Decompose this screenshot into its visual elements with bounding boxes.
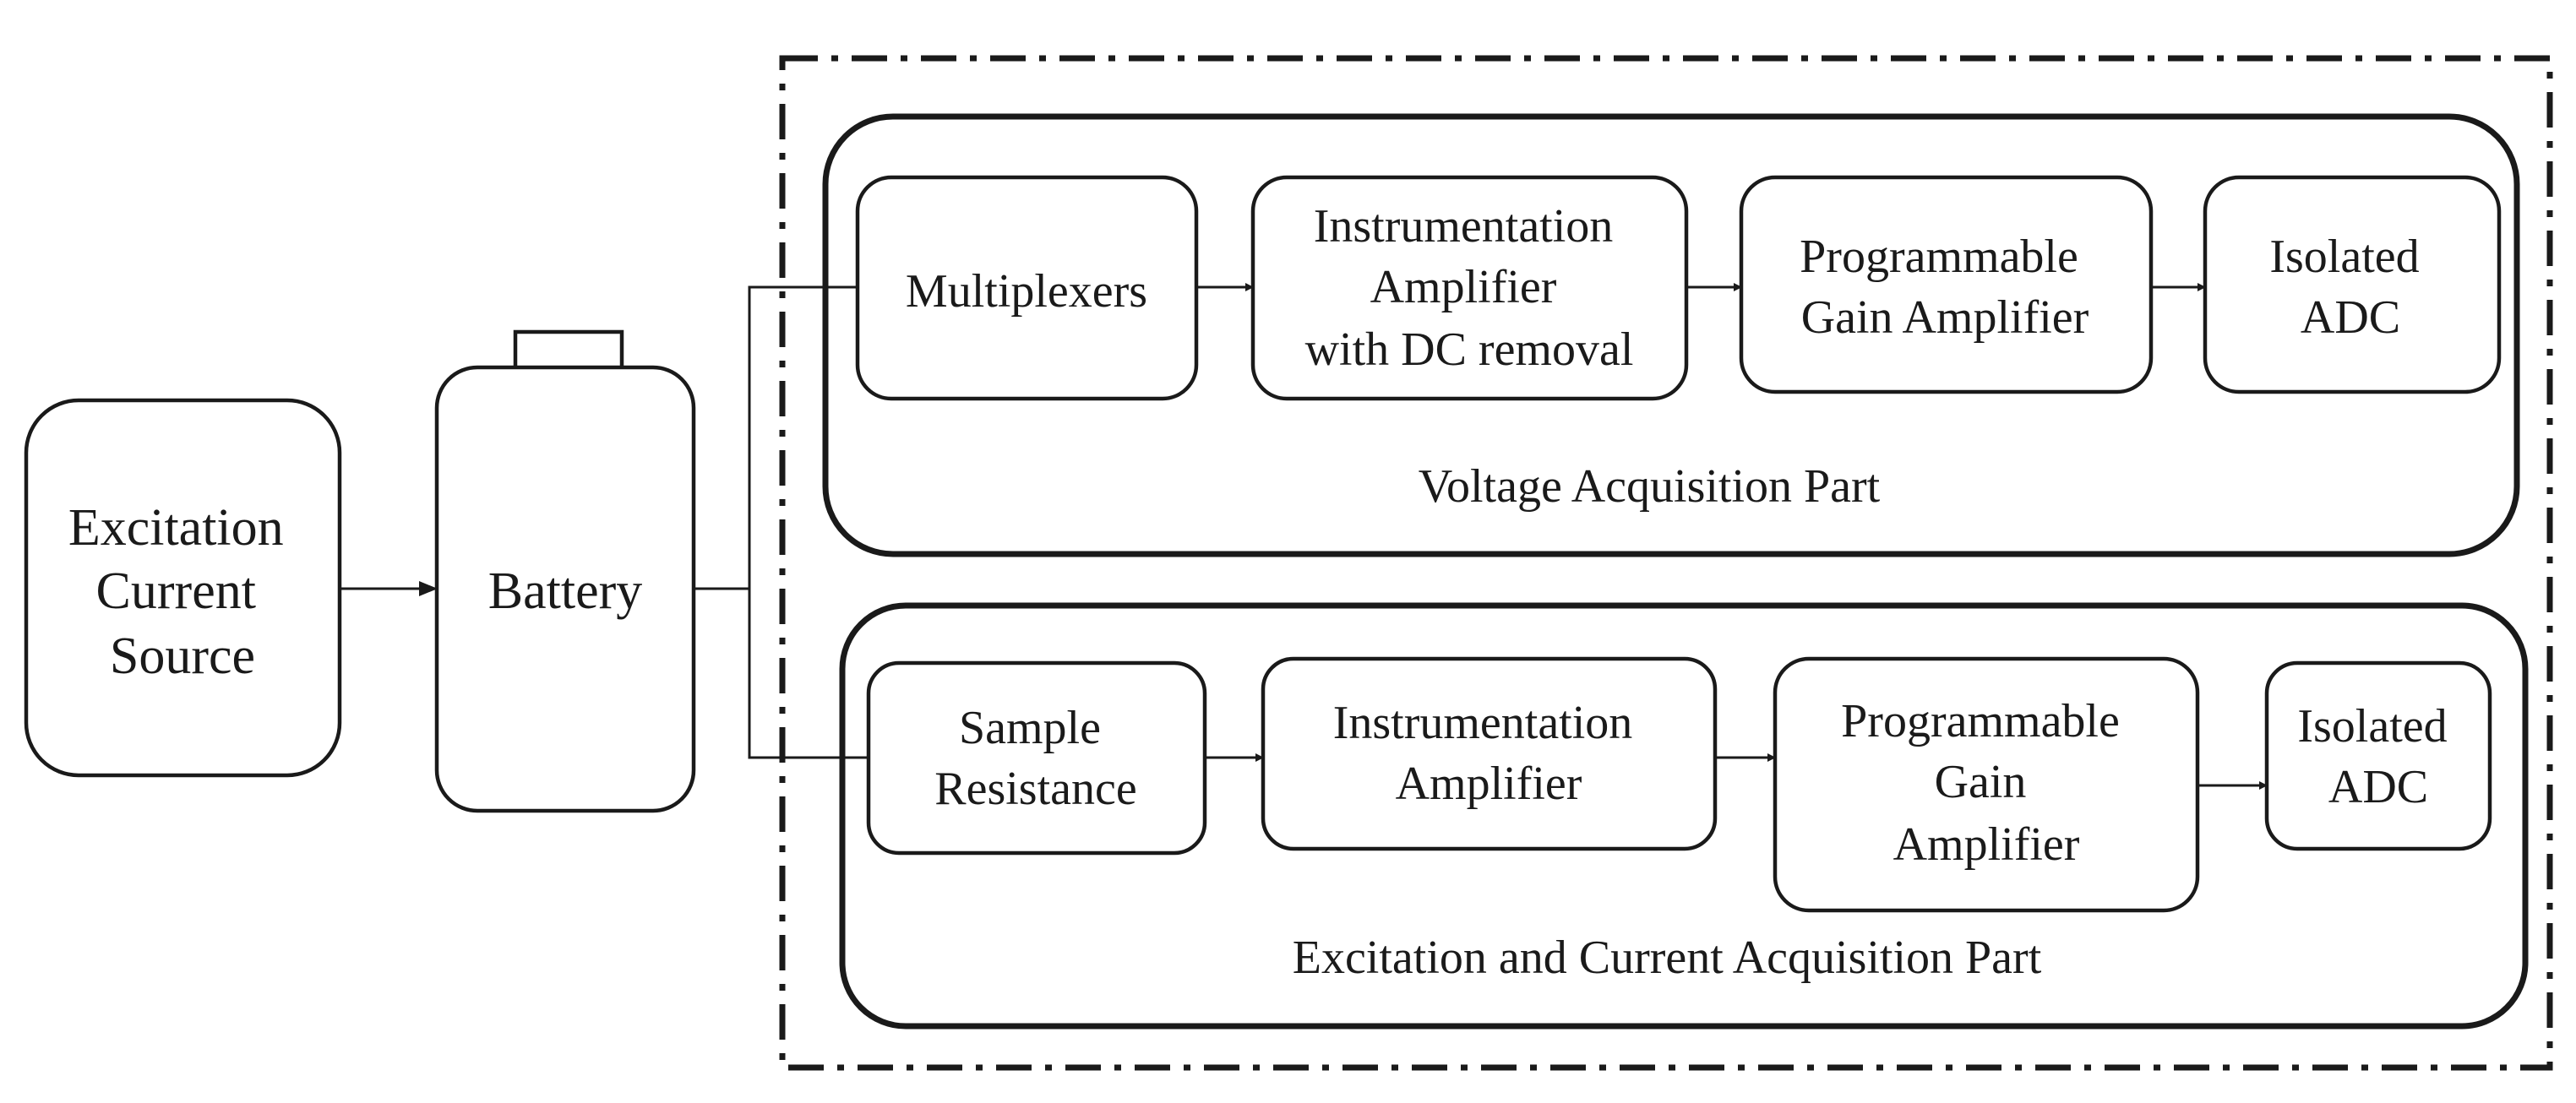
battery-to-voltage-wire xyxy=(694,285,858,590)
isolated-adc-block-v xyxy=(2203,175,2502,394)
isolated-adc-label-c: Isolated ADC xyxy=(2297,700,2459,813)
current-acquisition-part-title: Excitation and Current Acquisition Part xyxy=(1293,932,2042,984)
battery-label: Battery xyxy=(488,562,643,620)
battery-terminal xyxy=(513,329,624,372)
instrumentation-amplifier-dc-removal-label: Instrumentation Amplifier with DC remova… xyxy=(1305,200,1634,376)
sample-resistance-label: Sample Resistance xyxy=(934,702,1136,815)
source-line-2: Current xyxy=(96,562,256,620)
v-block3-line-2: Gain Amplifier xyxy=(1801,291,2089,344)
programmable-gain-amplifier-block-v xyxy=(1739,175,2154,394)
instrumentation-amplifier-block-c xyxy=(1261,656,1718,851)
excitation-current-source-label: Excitation Current Source xyxy=(68,499,297,685)
v-block4-line-2: ADC xyxy=(2301,291,2400,344)
v-block2-line-3: with DC removal xyxy=(1305,323,1634,376)
isolated-adc-label-v: Isolated ADC xyxy=(2269,231,2431,344)
source-line-1: Excitation xyxy=(68,499,284,557)
c-block2-line-1: Instrumentation xyxy=(1333,697,1633,749)
voltage-acquisition-part-container xyxy=(822,113,2520,557)
v-block1-line-1: Multiplexers xyxy=(906,265,1147,318)
current-acquisition-part-container xyxy=(839,602,2529,1030)
sample-resistance-block xyxy=(866,660,1207,856)
c-block1-line-2: Resistance xyxy=(934,763,1136,815)
c-block4-line-2: ADC xyxy=(2328,761,2428,813)
v-block2-line-2: Amplifier xyxy=(1370,261,1557,313)
battery-to-current-wire xyxy=(748,589,869,759)
c-block2-line-2: Amplifier xyxy=(1396,758,1582,810)
c-block3-line-1: Programmable xyxy=(1841,695,2120,747)
c-block1-line-1: Sample xyxy=(959,702,1101,754)
acquisition-system-boundary xyxy=(779,55,2553,1071)
voltage-acquisition-part-title: Voltage Acquisition Part xyxy=(1419,460,1881,513)
programmable-gain-amplifier-label-c: Programmable Gain Amplifier xyxy=(1841,695,2132,871)
c-block3-line-3: Amplifier xyxy=(1893,818,2080,871)
v-block4-line-1: Isolated xyxy=(2269,231,2419,283)
isolated-adc-block-c xyxy=(2264,660,2492,851)
c-block4-line-1: Isolated xyxy=(2297,700,2447,753)
multiplexers-label: Multiplexers xyxy=(906,265,1147,318)
instrumentation-amplifier-label-c: Instrumentation Amplifier xyxy=(1333,697,1645,810)
v-block2-line-1: Instrumentation xyxy=(1314,200,1614,253)
source-line-3: Source xyxy=(110,628,255,685)
v-block3-line-1: Programmable xyxy=(1800,231,2078,283)
programmable-gain-amplifier-label-v: Programmable Gain Amplifier xyxy=(1800,231,2090,344)
c-block3-line-2: Gain xyxy=(1935,756,2027,808)
